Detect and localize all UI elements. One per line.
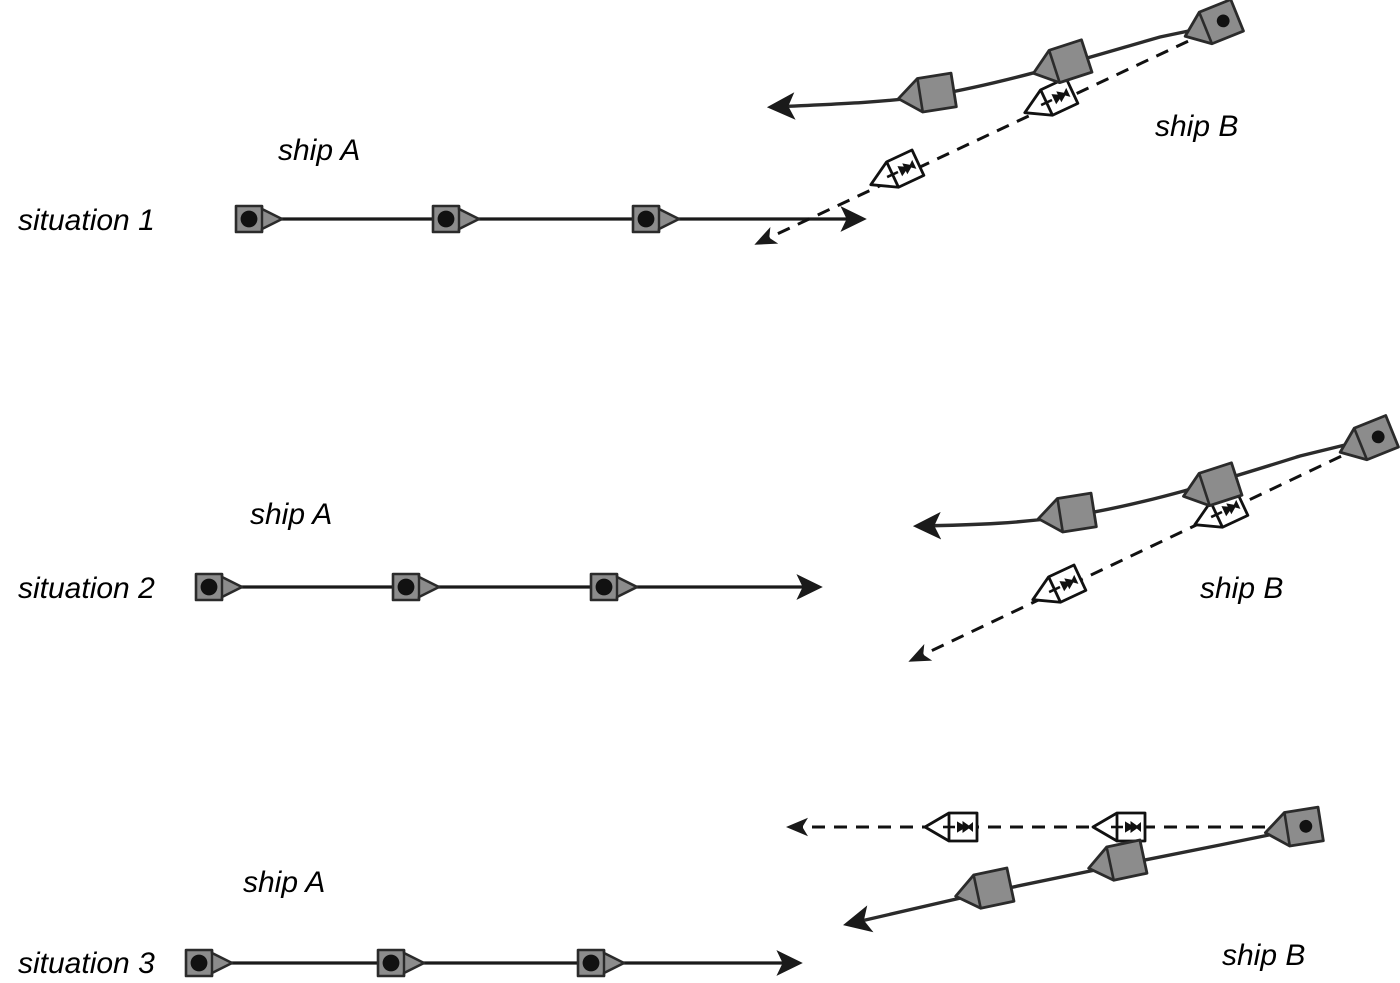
ship-a-label-situation-3: ship A <box>243 866 325 899</box>
ship-b-realised-symbol <box>1026 38 1094 91</box>
ship-b-dashed-track-situation-1 <box>754 28 1213 245</box>
situation-3-group: situation 3 ship A ship B <box>18 805 1325 980</box>
situation-2-label: situation 2 <box>18 572 155 605</box>
ship-b-label-situation-2: ship B <box>1200 572 1283 605</box>
ship-a-symbol <box>589 572 639 602</box>
ship-b-realised-symbol <box>950 866 1016 915</box>
ship-a-symbol <box>184 948 234 978</box>
situation-1-label: situation 1 <box>18 204 155 237</box>
ship-b-solid-track-situation-2 <box>912 432 1391 540</box>
ship-a-symbol <box>194 572 244 602</box>
ship-a-symbol <box>376 948 426 978</box>
ship-a-symbol <box>631 204 681 234</box>
ship-a-symbol <box>576 948 626 978</box>
ship-a-label-situation-1: ship A <box>278 134 360 167</box>
ship-b-start-symbol <box>1332 414 1400 470</box>
ship-b-realised-symbol <box>1034 491 1098 537</box>
ship-b-start-symbol <box>1261 805 1325 851</box>
ship-b-label-situation-1: ship B <box>1155 110 1238 143</box>
ship-b-solid-track-situation-3 <box>843 825 1309 933</box>
ship-b-intended-symbol <box>1025 563 1088 614</box>
ship-a-symbol <box>391 572 441 602</box>
ship-b-realised-symbol <box>1083 838 1149 887</box>
ship-b-label-situation-3: ship B <box>1222 939 1305 972</box>
ship-b-intended-symbol <box>863 148 926 199</box>
ship-a-label-situation-2: ship A <box>250 498 332 531</box>
ship-b-solid-track-situation-1 <box>766 22 1223 120</box>
ship-b-intended-symbol <box>1091 811 1147 843</box>
ship-a-symbol <box>234 204 284 234</box>
ship-b-dashed-track-situation-2 <box>908 431 1391 662</box>
ship-b-intended-symbol <box>923 811 979 843</box>
situation-2-group: situation 2 ship A ship B <box>18 414 1400 662</box>
ship-b-start-symbol <box>1177 0 1245 54</box>
ship-a-symbol <box>431 204 481 234</box>
ship-b-realised-symbol <box>894 71 958 117</box>
situation-1-group: situation 1 ship A ship B <box>18 0 1245 245</box>
situation-3-label: situation 3 <box>18 947 155 980</box>
ship-b-intended-symbol <box>1017 76 1080 127</box>
